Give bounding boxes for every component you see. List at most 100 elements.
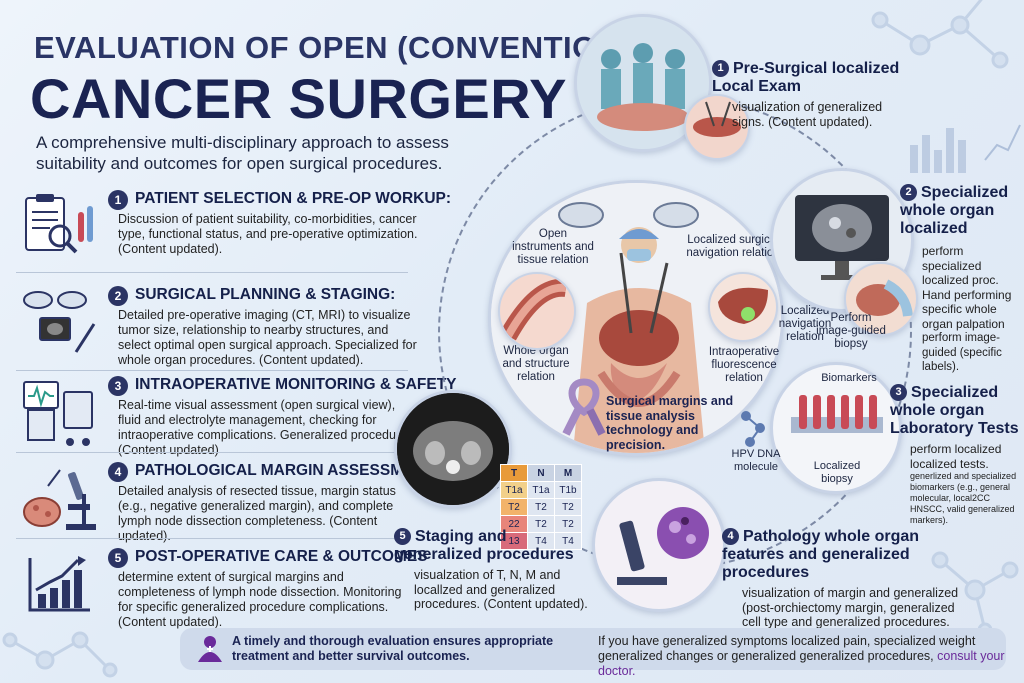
step-number-badge: 1 <box>712 60 729 77</box>
rising-chart-icon <box>28 556 90 612</box>
tnm-cell: T1a <box>527 481 555 499</box>
step-heading: Pathology whole organ features and gener… <box>722 528 920 581</box>
organ-palpation-icon <box>856 279 913 317</box>
tnm-cell: 13 <box>500 532 528 550</box>
microscope-cells-icon <box>617 507 709 585</box>
divider <box>16 272 408 273</box>
step-description: visualization of generalized signs. (Con… <box>732 100 883 129</box>
step-heading: Specialized whole organ Laboratory Tests <box>890 384 1019 437</box>
label-image-guided-biopsy: Perform image-guided biopsy <box>816 312 886 350</box>
label-fluorescence: Intraoperative fluorescence relation <box>708 346 780 384</box>
footer-advice: If you have generalized symptoms localiz… <box>598 634 1008 679</box>
label-biomarkers: Biomarkers <box>821 372 877 384</box>
label-localized-navigation-top: Localized surgical navigation relation <box>686 234 780 259</box>
divider <box>16 370 408 371</box>
footer-message: A timely and thorough evaluation ensures… <box>232 634 554 663</box>
step-number-badge: 2 <box>900 184 917 201</box>
step-heading: SURGICAL PLANNING & STAGING: <box>135 286 396 303</box>
step-description: determine extent of surgical margins and… <box>118 570 402 629</box>
abdominal-ct-icon <box>397 393 509 505</box>
awareness-ribbon-icon <box>562 378 606 436</box>
subtitle: A comprehensive multi-disciplinary appro… <box>36 133 449 173</box>
title-line-1: EVALUATION OF OPEN (CONVENTIONAL) <box>34 30 673 65</box>
label-localized-biopsy: Localized biopsy <box>813 460 861 485</box>
footer-banner <box>180 628 1006 670</box>
footer-advice-text: If you have generalized symptoms localiz… <box>598 634 976 663</box>
tnm-cell: T1b <box>554 481 582 499</box>
liver-detail-circle <box>708 272 778 342</box>
step-description: visualization of margin and generalized … <box>742 586 959 629</box>
tnm-cell: T2 <box>554 515 582 533</box>
central-surgery-illustration <box>488 180 784 456</box>
vessel-icon <box>500 278 568 341</box>
liver-icon <box>718 287 768 324</box>
step-heading: Pre-Surgical localized Local Exam <box>712 60 900 95</box>
microscope-tissue-icon <box>23 469 96 530</box>
tnm-header-cell: N <box>527 464 555 482</box>
divider <box>16 538 408 539</box>
step-number-badge: 2 <box>108 286 128 306</box>
left-step-2: 2 SURGICAL PLANNING & STAGING: Detailed … <box>14 286 417 367</box>
step-heading: INTRAOPERATIVE MONITORING & SAFETY <box>135 376 457 393</box>
palpation-detail-circle <box>844 262 918 336</box>
label-open-instruments: Open instruments and tissue relation <box>512 228 594 266</box>
step-heading: PATHOLOGICAL MARGIN ASSESSMENT <box>135 462 435 479</box>
step-description: perform localized localized tests. <box>910 442 1002 471</box>
tnm-header-cell: T <box>500 464 528 482</box>
clipboard-magnifier-icon <box>25 194 93 254</box>
step-number-badge: 5 <box>108 548 128 568</box>
left-step-3: 3 INTRAOPERATIVE MONITORING & SAFETY Rea… <box>14 376 457 457</box>
test-tubes-icon <box>791 395 883 433</box>
consult-doctor-link[interactable]: consult your doctor. <box>598 649 1005 678</box>
left-step-5: 5 POST-OPERATIVE CARE & OUTCOMES determi… <box>14 548 428 629</box>
step-description: Detailed analysis of resected tissue, ma… <box>118 484 396 543</box>
tnm-cell: T2 <box>527 498 555 516</box>
patient-doctor-icon <box>198 636 222 662</box>
step-number-badge: 3 <box>890 384 907 401</box>
tnm-cell: T2 <box>527 515 555 533</box>
step-heading: PATIENT SELECTION & PRE-OP WORKUP: <box>135 190 452 207</box>
tnm-header-cell: M <box>554 464 582 482</box>
step-number-badge: 3 <box>108 376 128 396</box>
ct-scan-monitor-icon <box>795 195 889 280</box>
tnm-cell: T1a <box>500 481 528 499</box>
monitor-equipment-icon <box>23 381 93 446</box>
step-description: perform specialized localized proc. Hand… <box>922 244 1012 331</box>
label-whole-organ: Whole organ and structure relation <box>502 345 570 383</box>
tnm-cell: T4 <box>554 532 582 550</box>
tnm-cell: T2 <box>500 498 528 516</box>
left-step-4: 4 PATHOLOGICAL MARGIN ASSESSMENT Detaile… <box>14 462 434 543</box>
step-description: visualzation of T, N, M and locallzed an… <box>414 568 588 611</box>
step-number-badge: 4 <box>108 462 128 482</box>
step-heading: Staging and generalized procedures <box>394 528 574 563</box>
incision-detail-circle <box>684 94 750 160</box>
surgical-lights-scalpel-icon <box>23 291 96 353</box>
step-description-extra: generlized and specialized biomarkers (e… <box>910 471 1017 525</box>
tnm-cell: T4 <box>527 532 555 550</box>
page-title: CANCER SURGERY <box>30 67 567 130</box>
tnm-cell: T2 <box>554 498 582 516</box>
step-heading: Specialized whole organ localized <box>900 184 1009 237</box>
step-description: Detailed pre-operative imaging (CT, MRI)… <box>118 308 417 367</box>
dna-molecule-icon <box>741 411 765 447</box>
step-description-extra: perform image-guided (specific labels). <box>922 332 1002 373</box>
vessel-detail-circle <box>498 272 576 350</box>
step-number-badge: 5 <box>394 528 411 545</box>
label-hpv-dna: HPV DNA molecule <box>731 448 781 473</box>
incision-icon <box>693 101 741 137</box>
divider <box>16 452 408 453</box>
step-heading: POST-OPERATIVE CARE & OUTCOMES <box>135 548 428 565</box>
step-description: Real-time visual assessment (open surgic… <box>118 398 417 457</box>
